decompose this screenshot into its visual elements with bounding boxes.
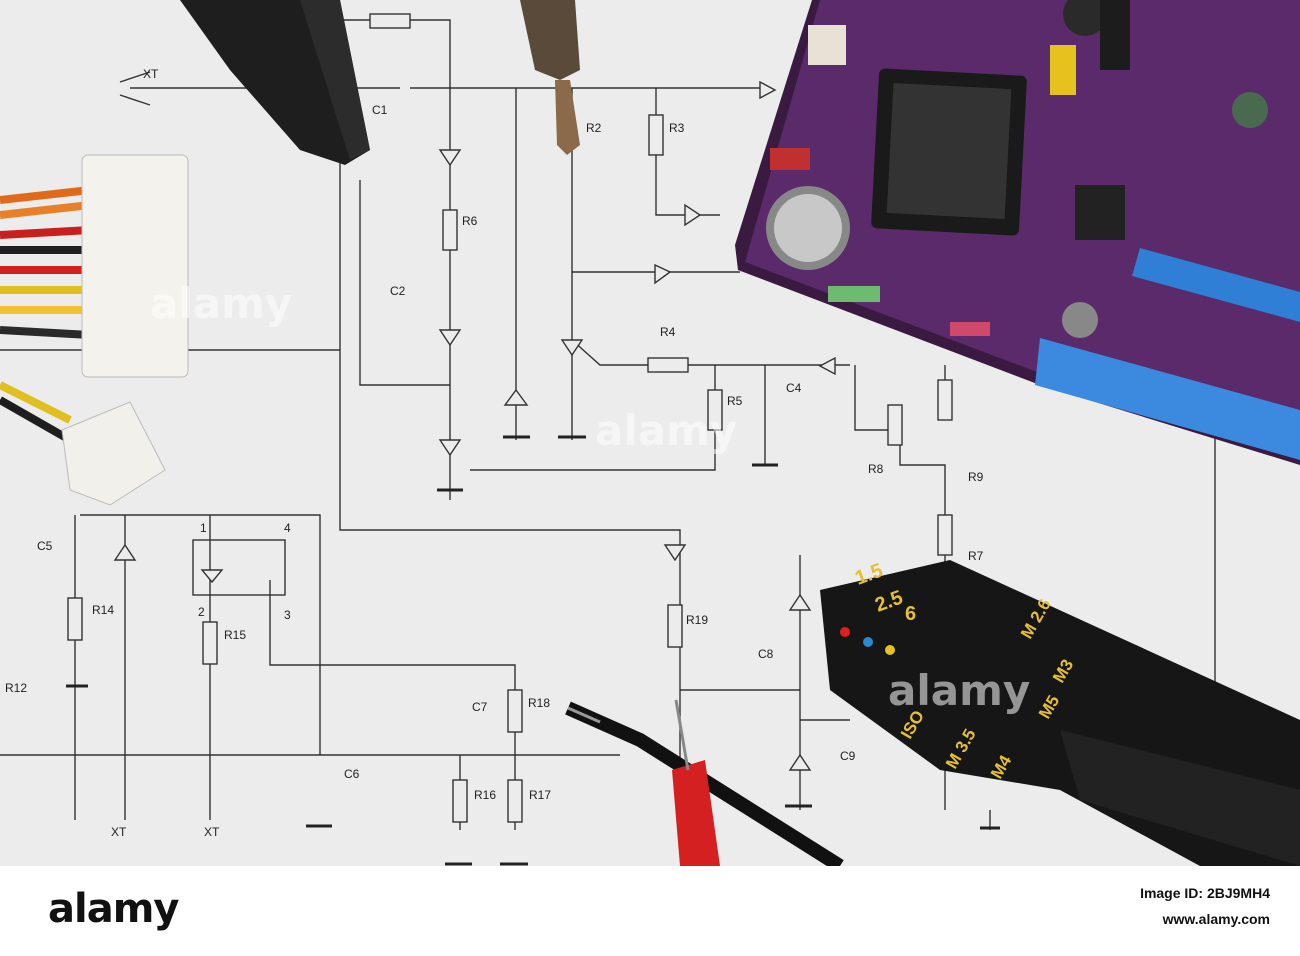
alamy-logo[interactable]: alamy <box>48 886 179 932</box>
svg-text:6: 6 <box>905 603 916 625</box>
svg-text:4: 4 <box>284 521 291 535</box>
svg-text:R4: R4 <box>660 325 676 339</box>
photo-scene: C1 R2 R3 R6 C2 R4 R5 C4 R8 R9 R7 C5 R14 … <box>0 0 1300 866</box>
svg-text:1: 1 <box>200 521 207 535</box>
svg-text:C5: C5 <box>37 539 53 553</box>
svg-text:C4: C4 <box>786 381 802 395</box>
svg-text:C8: C8 <box>758 647 774 661</box>
svg-text:R8: R8 <box>868 462 884 476</box>
atx-connector <box>0 154 189 506</box>
ground-symbols <box>66 435 1000 866</box>
site-url[interactable]: www.alamy.com <box>1162 911 1270 927</box>
svg-text:C6: C6 <box>344 767 360 781</box>
wire-stripper <box>180 0 370 165</box>
svg-text:XT: XT <box>204 825 220 839</box>
svg-text:C2: C2 <box>390 284 406 298</box>
svg-text:R19: R19 <box>686 613 708 627</box>
svg-text:alamy: alamy <box>595 406 737 455</box>
svg-text:C7: C7 <box>472 700 488 714</box>
crimping-tool: 1.5 2.5 6 M 2.6 M3 M5 ISO M 3.5 M4 <box>820 560 1300 866</box>
svg-text:R18: R18 <box>528 696 550 710</box>
motherboard <box>735 0 1300 465</box>
schematic-components <box>67 13 953 823</box>
svg-text:R12: R12 <box>5 681 27 695</box>
svg-text:R15: R15 <box>224 628 246 642</box>
svg-text:R17: R17 <box>529 788 551 802</box>
stock-footer: alamy Image ID: 2BJ9MH4 www.alamy.com <box>0 866 1300 956</box>
svg-text:alamy: alamy <box>150 279 292 328</box>
svg-text:R2: R2 <box>586 121 602 135</box>
multimeter-probes <box>565 699 844 866</box>
svg-text:R5: R5 <box>727 394 743 408</box>
image-id: Image ID: 2BJ9MH4 <box>1140 885 1270 901</box>
image-info: Image ID: 2BJ9MH4 www.alamy.com <box>1140 880 1270 932</box>
watermark: alamy alamy alamy <box>150 279 1030 715</box>
svg-text:R7: R7 <box>968 549 984 563</box>
svg-text:XT: XT <box>111 825 127 839</box>
svg-text:alamy: alamy <box>888 666 1030 715</box>
svg-text:R16: R16 <box>474 788 496 802</box>
svg-text:R6: R6 <box>462 214 478 228</box>
svg-text:R9: R9 <box>968 470 984 484</box>
svg-text:XT: XT <box>143 67 159 81</box>
svg-text:2: 2 <box>198 605 205 619</box>
svg-text:R14: R14 <box>92 603 114 617</box>
schematic-labels: C1 R2 R3 R6 C2 R4 R5 C4 R8 R9 R7 C5 R14 … <box>5 67 984 839</box>
svg-text:C1: C1 <box>372 103 388 117</box>
soldering-iron <box>520 0 580 155</box>
svg-text:C9: C9 <box>840 749 856 763</box>
svg-text:3: 3 <box>284 608 291 622</box>
svg-text:R3: R3 <box>669 121 685 135</box>
